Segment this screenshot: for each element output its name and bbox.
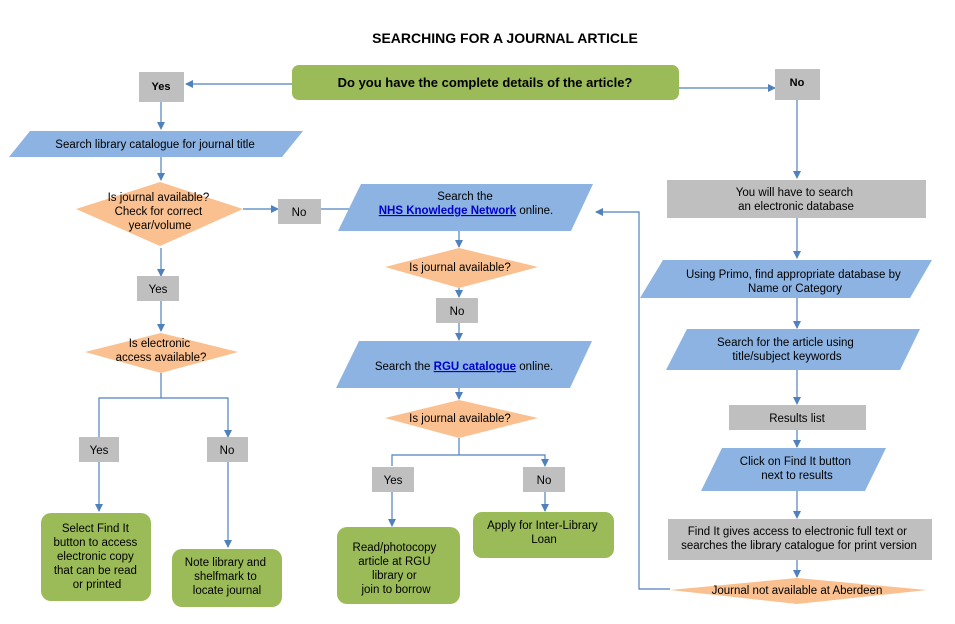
note-library-node: Note library and shelfmark to locate jou…: [172, 549, 282, 607]
inter-library-loan-node: Apply for Inter-Library Loan: [473, 512, 614, 558]
yes-left-box: Yes: [137, 276, 179, 301]
search-article-node: Search for the article using title/subje…: [666, 329, 920, 370]
no-electronic-label: No: [220, 445, 235, 457]
arrow-electronic-split: [98, 373, 228, 437]
start-question-text: Do you have the complete details of the …: [338, 75, 633, 90]
arrow-notavail-to-nhs: [595, 208, 670, 590]
note-library-text: Note library and shelfmark to locate jou…: [185, 557, 269, 597]
electronic-access-text: Is electronic access available?: [116, 338, 207, 364]
inter-library-loan-text: Apply for Inter-Library Loan: [487, 520, 601, 546]
nhs-available-text: Is journal available?: [409, 262, 511, 274]
nhs-search-link-line: NHS Knowledge Network online.: [379, 205, 553, 217]
find-it-electronic-node: Select Find It button to access electron…: [41, 513, 151, 601]
search-article-text: Search for the article using title/subje…: [717, 337, 857, 363]
nhs-search-text: Search the: [437, 191, 493, 203]
no-rgu-box: No: [523, 467, 565, 492]
yes-top-box: Yes: [139, 72, 184, 102]
no-nhs-label: No: [450, 306, 465, 318]
not-available-node: Journal not available at Aberdeen: [670, 578, 927, 604]
results-list-node: Results list: [729, 405, 866, 430]
journal-check-text: Is journal available? Check for correct …: [108, 192, 213, 232]
no-electronic-box: No: [207, 437, 248, 462]
find-it-access-node: Find It gives access to electronic full …: [668, 519, 932, 560]
search-catalogue-node: Search library catalogue for journal tit…: [9, 131, 303, 157]
primo-text: Using Primo, find appropriate database b…: [686, 269, 904, 295]
read-photocopy-text: Read/photocopy article at RGU library or…: [353, 542, 440, 596]
search-catalogue-text: Search library catalogue for journal tit…: [55, 139, 254, 151]
nhs-search-node: Search the NHS Knowledge Network online.: [338, 184, 593, 231]
yes-electronic-box: Yes: [79, 437, 119, 462]
arrow-rgu-split: [391, 438, 545, 466]
no-nhs-box: No: [436, 298, 478, 323]
yes-rgu-box: Yes: [372, 467, 414, 492]
rgu-available-text: Is journal available?: [409, 413, 511, 425]
yes-rgu-label: Yes: [384, 475, 403, 487]
electronic-database-text: You will have to search an electronic da…: [736, 187, 856, 213]
click-find-it-node: Click on Find It button next to results: [701, 448, 886, 491]
yes-electronic-label: Yes: [90, 445, 109, 457]
find-it-electronic-text: Select Find It button to access electron…: [54, 523, 141, 591]
electronic-access-decision: Is electronic access available?: [85, 333, 238, 373]
no-top-box: No: [775, 69, 820, 100]
electronic-database-node: You will have to search an electronic da…: [667, 180, 926, 218]
chart-title: SEARCHING FOR A JOURNAL ARTICLE: [372, 30, 638, 46]
no-left-box: No: [278, 199, 321, 224]
start-question: Do you have the complete details of the …: [292, 65, 679, 100]
rgu-search-text: Search the RGU catalogue online.: [375, 361, 553, 373]
no-left-label: No: [292, 207, 307, 219]
read-photocopy-node: Read/photocopy article at RGU library or…: [337, 527, 460, 604]
results-list-text: Results list: [769, 413, 825, 425]
connectors: [95, 80, 801, 590]
rgu-catalogue-link[interactable]: RGU catalogue: [434, 361, 516, 373]
yes-top-label: Yes: [152, 81, 171, 93]
journal-check-decision: Is journal available? Check for correct …: [76, 182, 243, 246]
click-find-it-text: Click on Find It button next to results: [740, 456, 854, 482]
primo-node: Using Primo, find appropriate database b…: [640, 260, 932, 298]
nhs-knowledge-network-link[interactable]: NHS Knowledge Network: [379, 205, 517, 217]
no-top-label: No: [790, 77, 805, 89]
rgu-search-node: Search the RGU catalogue online.: [336, 341, 592, 388]
find-it-access-text: Find It gives access to electronic full …: [681, 526, 917, 552]
not-available-text: Journal not available at Aberdeen: [712, 585, 883, 597]
yes-left-label: Yes: [149, 284, 168, 296]
no-rgu-label: No: [537, 475, 552, 487]
nhs-available-decision: Is journal available?: [385, 248, 538, 288]
rgu-available-decision: Is journal available?: [385, 400, 538, 438]
